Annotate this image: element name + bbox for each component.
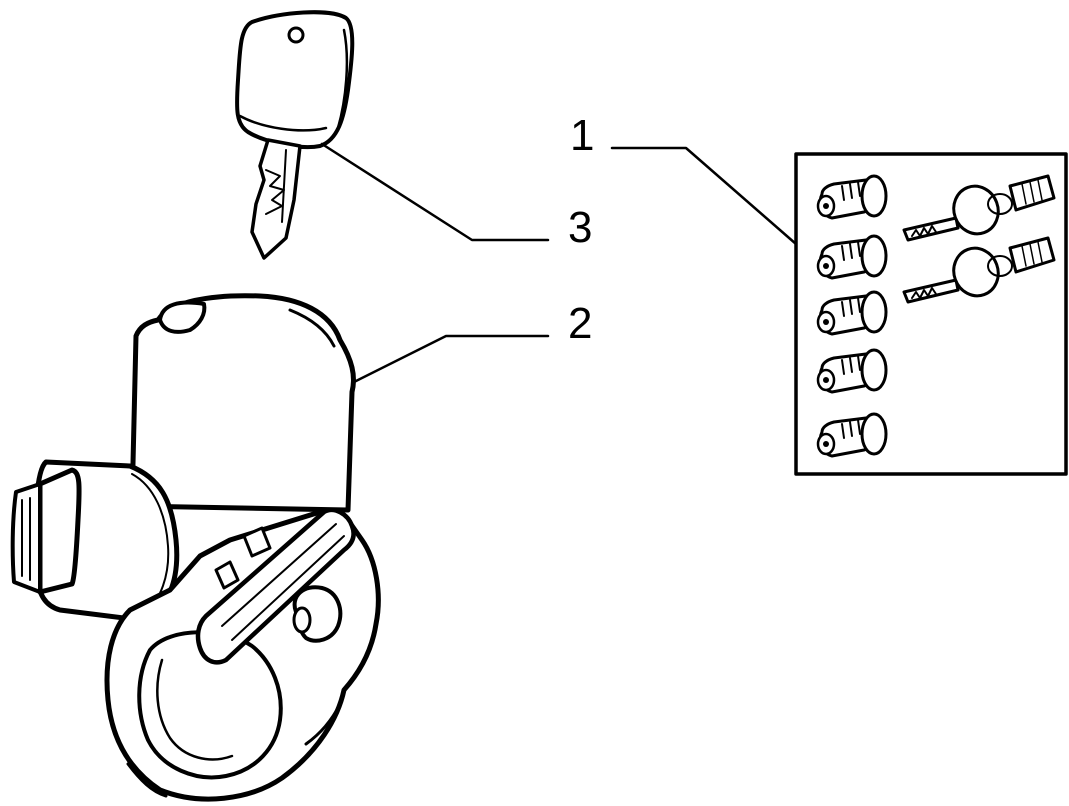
ignition-lock-part-2 (10, 293, 381, 802)
leader-line-2 (352, 334, 550, 384)
lock-cylinder (816, 412, 888, 458)
lock-cylinder (816, 234, 888, 280)
leader-lines (320, 142, 798, 384)
callout-1: 1 (570, 111, 594, 160)
lock-cylinder (816, 290, 888, 336)
small-key-with-tag (902, 236, 1056, 304)
lock-cylinder (816, 348, 888, 394)
leader-line-1 (610, 146, 798, 246)
leader-line-3 (320, 142, 550, 242)
small-key-with-tag (902, 174, 1056, 242)
lock-set-part-1 (794, 152, 1068, 476)
callout-2: 2 (568, 299, 592, 348)
callout-3: 3 (568, 203, 592, 252)
key-part-3 (235, 10, 355, 260)
lock-cylinder (816, 174, 888, 220)
